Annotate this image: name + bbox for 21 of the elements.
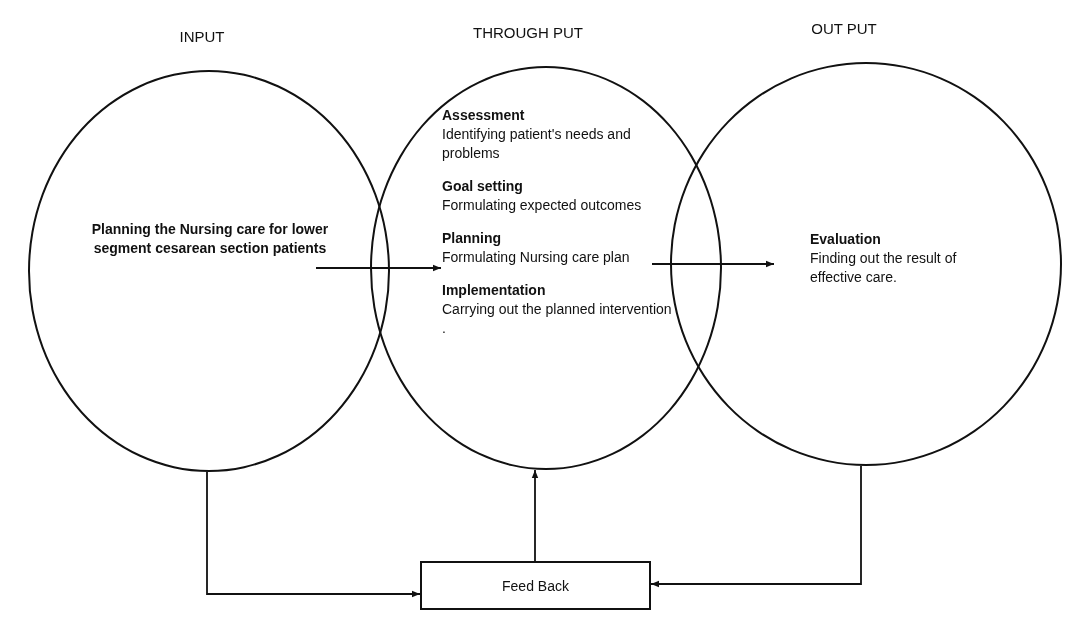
step-heading: Evaluation xyxy=(810,230,882,249)
arrow xyxy=(651,260,775,268)
step-description: Identifying patient's needs and problems xyxy=(442,125,632,163)
step-heading: Implementation xyxy=(442,281,547,300)
step-description: Formulating expected outcomes xyxy=(442,196,643,215)
circle-text: Planning the Nursing care for lower segment cesarean section patients xyxy=(90,220,330,258)
arrow xyxy=(531,469,539,562)
column-heading: THROUGH PUT xyxy=(473,24,583,41)
step-description: Finding out the result of effective care. xyxy=(810,249,958,287)
step-description: Formulating Nursing care plan xyxy=(442,248,631,267)
arrow xyxy=(650,465,862,588)
feedback-box xyxy=(420,561,651,610)
column-heading: OUT PUT xyxy=(811,20,877,37)
step-heading: Planning xyxy=(442,229,503,248)
box-label: Feed Back xyxy=(502,577,569,594)
column-heading: INPUT xyxy=(179,28,225,45)
step-description: Carrying out the planned intervention . xyxy=(442,300,673,338)
step-heading: Assessment xyxy=(442,106,526,125)
arrow xyxy=(206,471,421,598)
step-heading: Goal setting xyxy=(442,177,524,196)
arrow xyxy=(315,264,442,272)
